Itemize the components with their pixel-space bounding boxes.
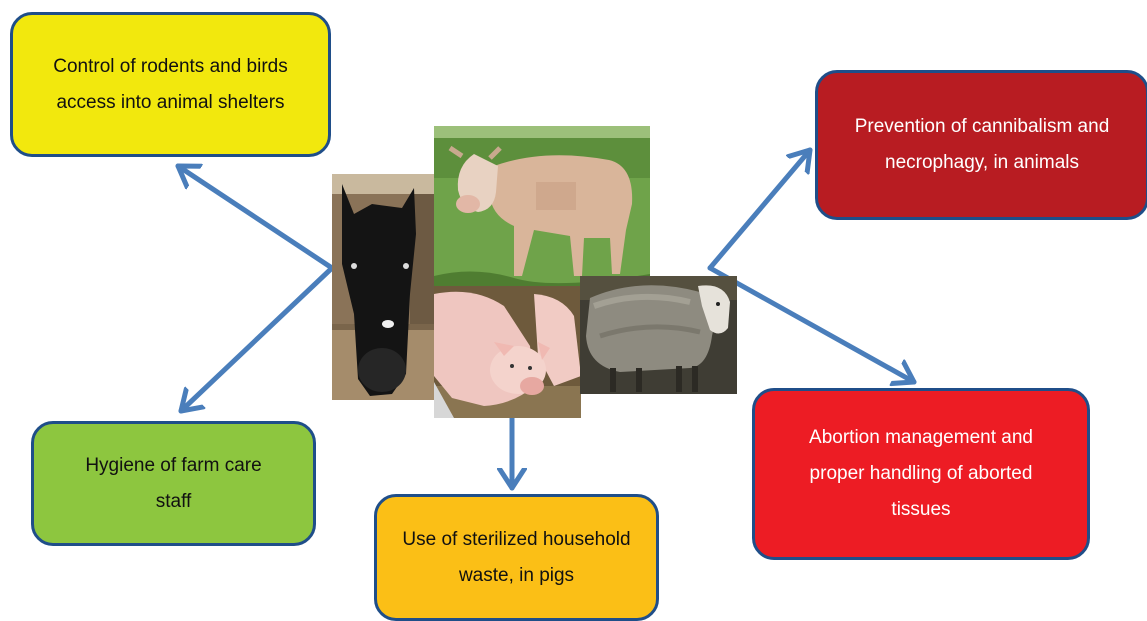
- staff-hygiene-text: Hygiene of farm care staff: [85, 454, 262, 512]
- horse-photo: [332, 174, 435, 400]
- pig-photo: [434, 286, 581, 418]
- arrow-to-cannibalism: [707, 147, 813, 271]
- staff-hygiene-box: Hygiene of farm care staff: [31, 421, 316, 546]
- abortion-management-text: Abortion management and proper handling …: [809, 427, 1033, 520]
- abortion-management-box: Abortion management and proper handling …: [752, 388, 1090, 560]
- sheep-photo: [580, 276, 737, 394]
- arrow-to-hygiene: [178, 265, 335, 414]
- arrow-to-abortion: [707, 265, 917, 382]
- sterilized-waste-text: Use of sterilized household waste, in pi…: [402, 528, 631, 586]
- cannibalism-prevention-text: Prevention of cannibalism and necrophagy…: [854, 116, 1110, 173]
- rodent-bird-control-box: Control of rodents and birds access into…: [10, 12, 331, 157]
- rodent-bird-control-text: Control of rodents and birds access into…: [53, 55, 288, 113]
- cow-photo: [434, 126, 650, 286]
- arrow-to-rodents: [175, 163, 335, 271]
- sterilized-waste-box: Use of sterilized household waste, in pi…: [374, 494, 659, 621]
- cannibalism-prevention-box: Prevention of cannibalism and necrophagy…: [815, 70, 1147, 220]
